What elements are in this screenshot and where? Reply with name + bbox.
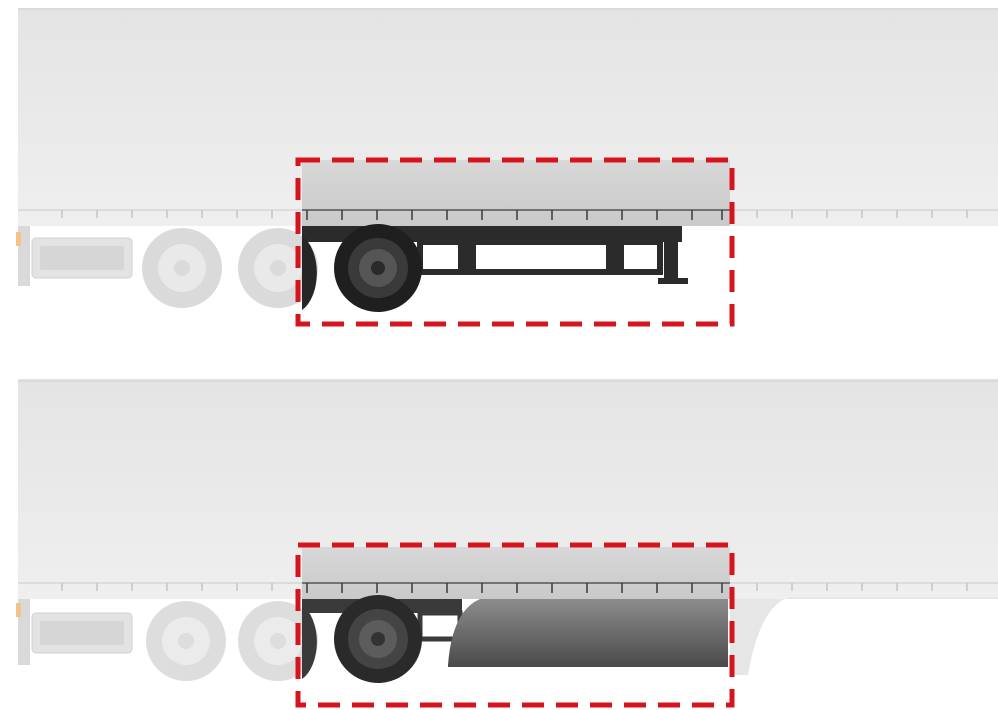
- trailer-illustration-side-skirt: [0, 375, 998, 710]
- tail-light-icon: [16, 232, 21, 246]
- tail-light-icon: [16, 603, 21, 617]
- trailer-standard-svg: [0, 0, 998, 350]
- wheel-icon: [146, 601, 226, 681]
- trailer-skirt-svg: [0, 375, 998, 710]
- highlighted-chassis-section: [302, 160, 730, 312]
- highlighted-skirt-section: [302, 547, 730, 683]
- aero-side-skirt: [448, 599, 728, 667]
- side-skirt-faded: [730, 597, 998, 675]
- trailer-illustration-standard: [0, 0, 998, 350]
- wheel-icon: [142, 228, 222, 308]
